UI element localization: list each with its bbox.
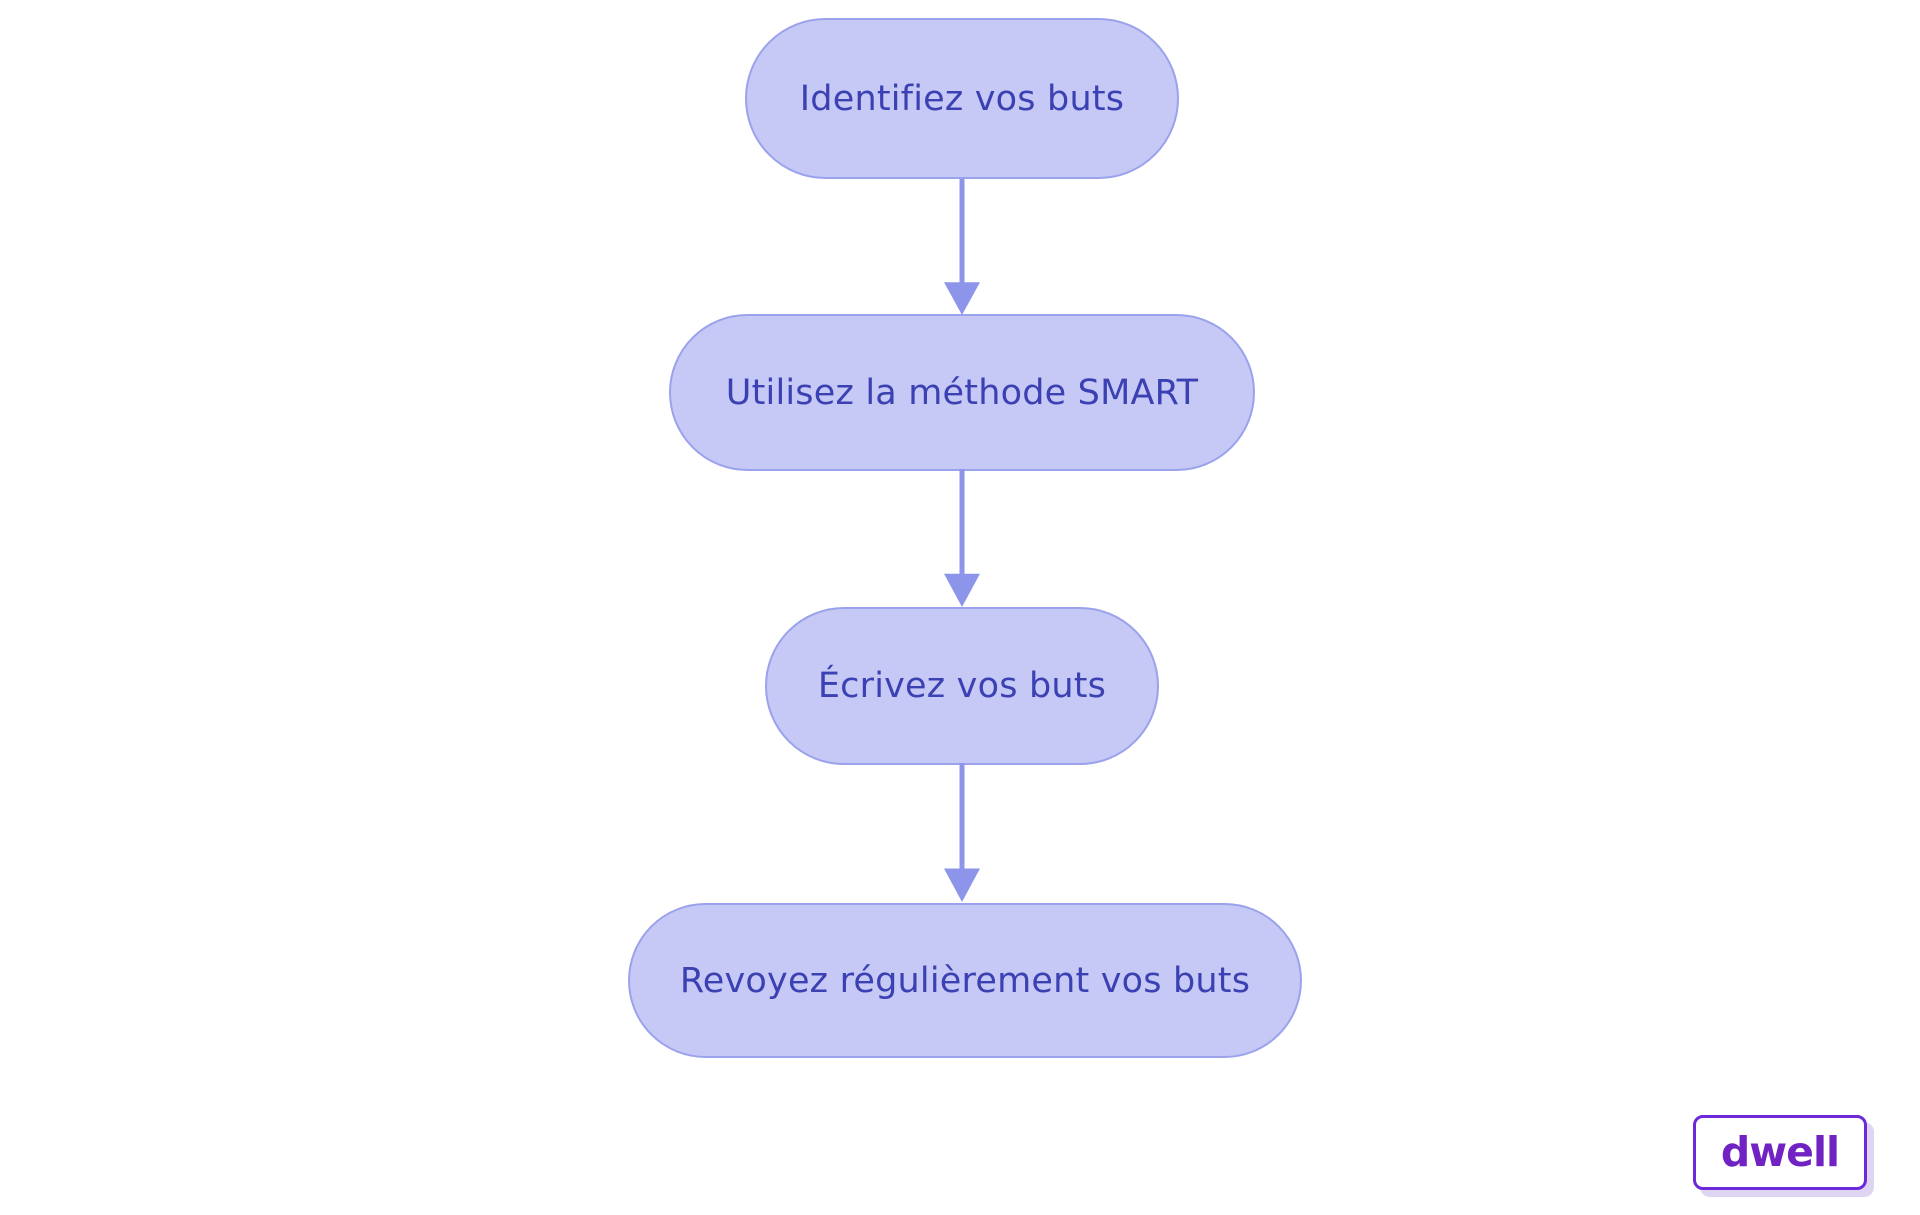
flowchart-node-review-goals: Revoyez régulièrement vos buts [628, 903, 1302, 1058]
flow-arrow-down-3 [944, 763, 980, 902]
node-label: Écrivez vos buts [817, 666, 1107, 706]
node-label: Identifiez vos buts [799, 78, 1125, 119]
dwell-logo-text: dwell [1720, 1128, 1840, 1176]
flow-arrow-down-2 [944, 469, 980, 607]
node-label: Utilisez la méthode SMART [725, 372, 1199, 413]
dwell-logo: dwell [1693, 1115, 1867, 1190]
flowchart-node-write-goals: Écrivez vos buts [765, 607, 1159, 765]
flow-arrow-down-1 [944, 179, 980, 316]
node-label: Revoyez régulièrement vos buts [679, 960, 1251, 1001]
flowchart-node-identify-goals: Identifiez vos buts [745, 18, 1179, 179]
flowchart-node-smart-method: Utilisez la méthode SMART [669, 314, 1255, 471]
